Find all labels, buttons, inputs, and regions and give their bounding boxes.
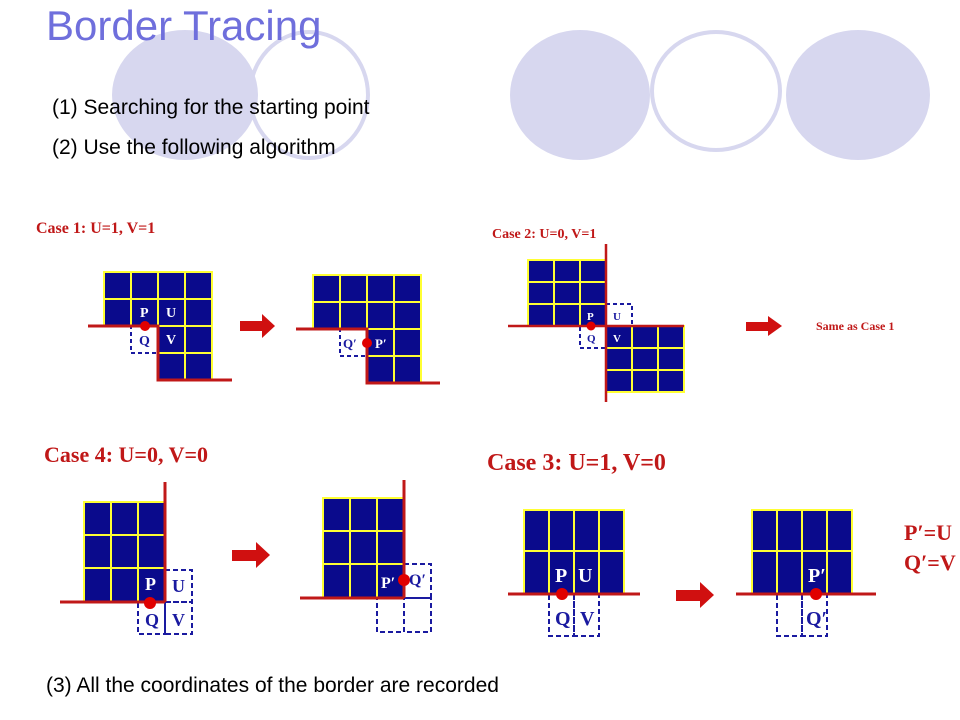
case1-after: Q′ P′ bbox=[296, 274, 440, 385]
decorative-circle bbox=[786, 30, 930, 160]
case4-label-p-prime: P′ bbox=[381, 575, 395, 592]
case3-before: P U Q V bbox=[508, 509, 640, 637]
same-as-case1-text: Same as Case 1 bbox=[816, 319, 894, 333]
case3-arrow bbox=[676, 582, 714, 608]
case2-title: Case 2: U=0, V=1 bbox=[492, 227, 596, 242]
decorative-ring bbox=[650, 30, 782, 152]
step-2-text: (2) Use the following algorithm bbox=[52, 136, 336, 159]
case2-label-p: P bbox=[587, 311, 594, 323]
case3-after: P′ Q′ bbox=[736, 509, 876, 637]
case3-label-p-prime: P′ bbox=[808, 565, 826, 587]
label-v: V bbox=[166, 333, 176, 348]
case3-label-p: P bbox=[555, 565, 567, 587]
case4-label-u: U bbox=[172, 576, 185, 596]
label-p: P bbox=[140, 306, 149, 321]
decorative-ring bbox=[248, 30, 370, 160]
case4-label-p: P bbox=[145, 574, 156, 594]
label-u: U bbox=[166, 306, 176, 321]
label-q: Q bbox=[139, 334, 150, 349]
case2-diagram: P U Q V bbox=[508, 244, 685, 402]
case2-arrow bbox=[746, 316, 782, 336]
case1-before: P U V Q bbox=[88, 271, 232, 382]
case3-label-v: V bbox=[580, 608, 595, 630]
result-p-text: P′=U bbox=[904, 520, 952, 545]
decorative-circle bbox=[510, 30, 650, 160]
case3-label-q: Q bbox=[555, 608, 571, 630]
case4-label-v: V bbox=[172, 610, 185, 630]
case3-label-q-prime: Q′ bbox=[806, 608, 827, 630]
label-p-prime: P′ bbox=[375, 336, 387, 351]
step-3-text: (3) All the coordinates of the border ar… bbox=[46, 674, 499, 697]
label-q-prime: Q′ bbox=[343, 336, 357, 351]
page-title: Border Tracing bbox=[46, 2, 322, 49]
case4-after: P′ Q′ bbox=[300, 480, 432, 633]
result-q-text: Q′=V bbox=[904, 550, 956, 575]
case4-label-q-prime: Q′ bbox=[409, 572, 426, 589]
case1-title: Case 1: U=1, V=1 bbox=[36, 220, 155, 237]
case2-label-u: U bbox=[613, 311, 621, 323]
case4-before: P U Q V bbox=[60, 482, 193, 635]
case3-label-u: U bbox=[578, 565, 592, 587]
case1-arrow bbox=[240, 314, 275, 338]
case4-label-q: Q bbox=[145, 610, 159, 630]
case2-label-q: Q bbox=[587, 333, 596, 345]
case2-label-v: V bbox=[613, 333, 621, 345]
step-1-text: (1) Searching for the starting point bbox=[52, 96, 370, 119]
decorative-circle bbox=[112, 30, 258, 160]
case4-arrow bbox=[232, 542, 270, 568]
case4-title: Case 4: U=0, V=0 bbox=[44, 442, 208, 467]
case3-title: Case 3: U=1, V=0 bbox=[487, 450, 666, 476]
